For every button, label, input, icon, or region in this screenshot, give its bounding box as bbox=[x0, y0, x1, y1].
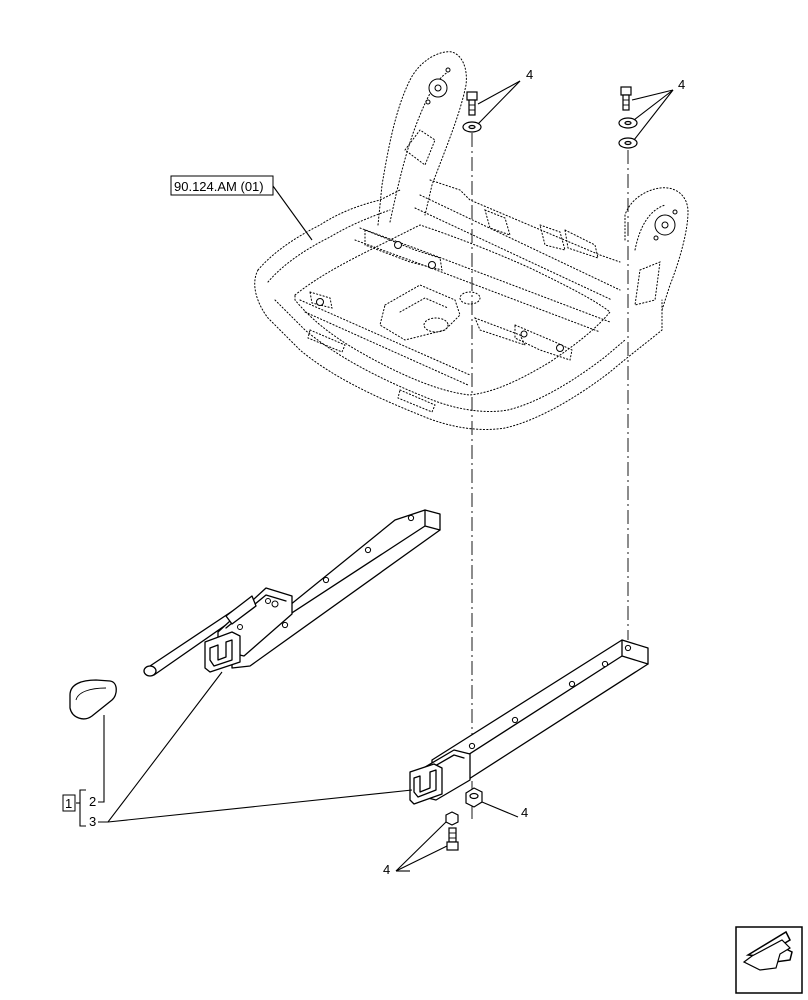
reference-label: 90.124.AM (01) bbox=[174, 179, 264, 194]
bottom-nut bbox=[445, 811, 459, 826]
leader-4-nut bbox=[481, 801, 519, 818]
right-seat-rail bbox=[409, 639, 649, 805]
leader-4-top-right-b bbox=[633, 89, 674, 121]
rail-nut bbox=[465, 787, 483, 808]
release-handle-grip bbox=[69, 679, 117, 720]
callout-4-nut: 4 bbox=[521, 805, 528, 820]
item-1-box bbox=[62, 794, 76, 812]
left-seat-rail bbox=[143, 509, 441, 677]
callout-4-top-right: 4 bbox=[678, 77, 685, 92]
leader-2 bbox=[98, 715, 105, 803]
leader-4-bottom-b bbox=[395, 845, 448, 872]
leader-3-right-rail bbox=[107, 789, 413, 823]
seat-frame-fixing-holes bbox=[316, 67, 678, 352]
leader-4-top-left-a bbox=[477, 80, 521, 105]
seat-frame-phantom bbox=[254, 51, 689, 430]
callout-4-top-left: 4 bbox=[526, 67, 533, 82]
leader-4-top-left-b bbox=[477, 80, 521, 125]
reference-leader bbox=[272, 185, 313, 241]
callout-4-bottom: 4 bbox=[383, 862, 390, 877]
leader-4-bottom-a bbox=[395, 821, 447, 872]
leader-4-top-right-c bbox=[633, 89, 674, 141]
callout-3: 3 bbox=[89, 814, 96, 829]
reference-label-box bbox=[170, 175, 274, 196]
leader-3-left-rail bbox=[98, 671, 223, 823]
top-right-bolt-washers bbox=[618, 86, 638, 149]
callout-2: 2 bbox=[89, 794, 96, 809]
bracket-1 bbox=[79, 789, 86, 827]
leader-4-top-right-a bbox=[631, 89, 674, 101]
bottom-bolt bbox=[446, 827, 459, 851]
top-left-bolt-washer bbox=[462, 91, 482, 133]
callout-1: 1 bbox=[65, 796, 72, 811]
next-page-arrow-icon[interactable] bbox=[735, 926, 803, 994]
